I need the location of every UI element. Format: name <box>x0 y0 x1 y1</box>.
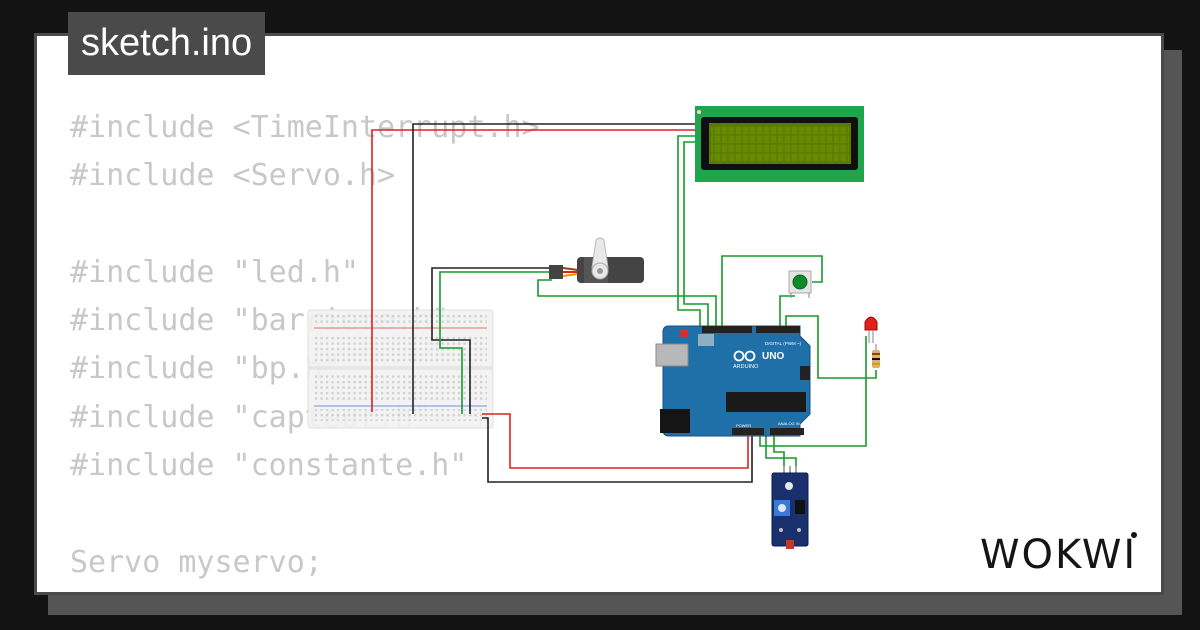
wire-red-power <box>371 129 695 412</box>
wire-green-gnd-led <box>759 336 867 447</box>
board-digital-label: DIGITAL (PWM ~) <box>765 341 802 346</box>
wokwi-logo: WOKWI <box>976 528 1151 583</box>
breadboard[interactable] <box>307 309 494 429</box>
led-red[interactable] <box>864 316 878 343</box>
resistor[interactable] <box>872 344 880 368</box>
board-brand-label: ARDUINO <box>733 364 759 370</box>
wire-green-button <box>779 295 795 326</box>
board-model-label: UNO <box>762 351 784 362</box>
wire-green-servo-b <box>537 279 717 326</box>
wire-black-sensor <box>482 417 753 483</box>
code-line: Servo myservo; <box>70 544 323 580</box>
lcd-display[interactable] <box>695 106 864 182</box>
code-line: #include "led.h" <box>70 254 359 290</box>
wire-black-servo <box>431 267 550 414</box>
code-line: #include "constante.h" <box>70 448 468 484</box>
wire-green-led <box>785 315 877 379</box>
wire-black-ground <box>412 123 695 414</box>
wire-green-sensor-a <box>773 432 785 472</box>
arduino-logo-icon <box>733 350 756 362</box>
code-line: #include <TimeInterrupt.h> <box>70 110 540 145</box>
wire-green-button-top <box>721 255 823 326</box>
servo-motor[interactable] <box>549 237 644 283</box>
wire-red-sensor <box>482 413 749 469</box>
wire-green-sensor-b <box>765 432 797 472</box>
preview-card: #include <TimeInterrupt.h> #include <Serv… <box>34 33 1164 595</box>
file-title-tab: sketch.ino <box>68 12 266 75</box>
wires <box>371 123 877 483</box>
wire-green-servo-a <box>439 271 550 414</box>
wire-green-lcd-b <box>683 141 709 326</box>
board-analog-label: ANALOG IN <box>778 421 800 426</box>
pushbutton[interactable] <box>788 270 812 298</box>
wokwi-logo-text: WOKWI <box>980 532 1137 578</box>
wire-green-lcd-a <box>677 135 701 326</box>
code-line: #include <Servo.h> <box>70 158 396 194</box>
arduino-uno[interactable]: DIGITAL (PWM ~) POWER ANALOG IN UNO ARDU… <box>655 325 811 437</box>
board-power-label: POWER <box>736 423 751 428</box>
ir-sensor-module[interactable] <box>771 466 809 549</box>
